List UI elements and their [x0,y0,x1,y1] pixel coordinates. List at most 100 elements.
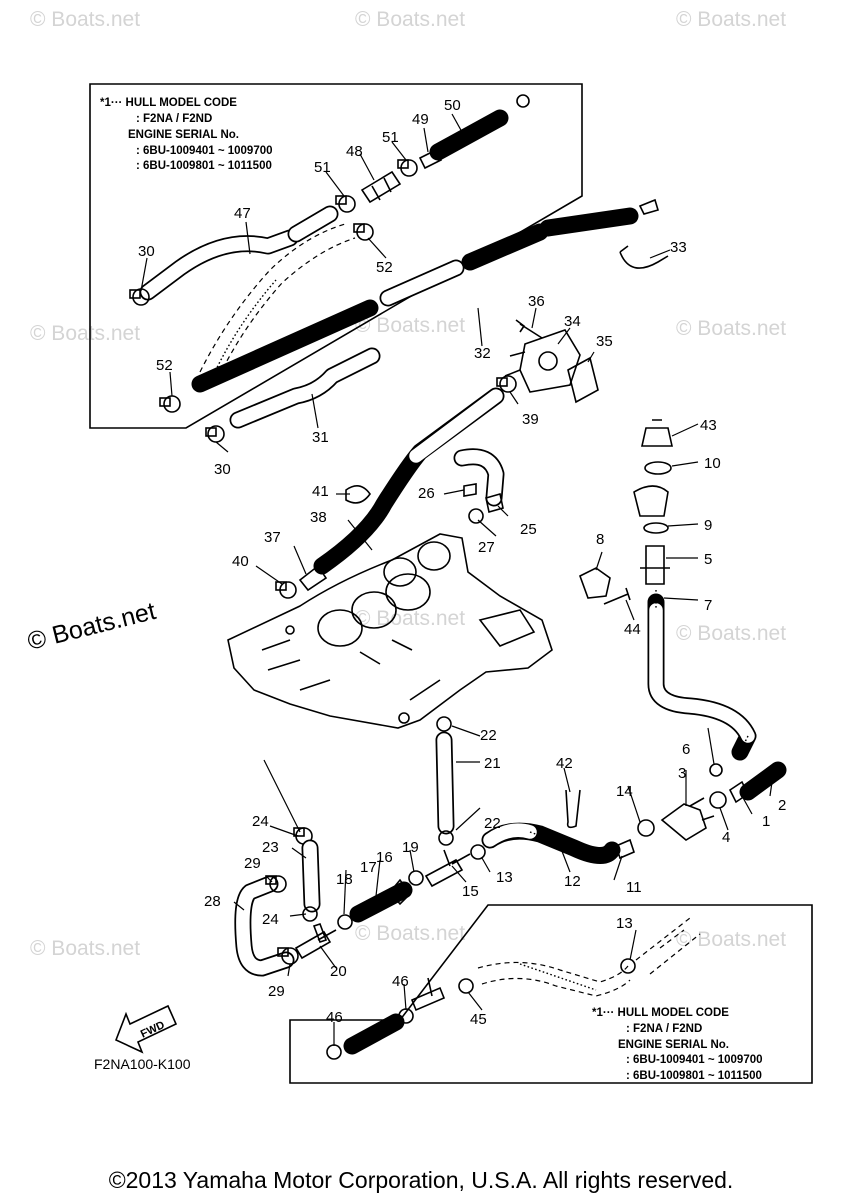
callout-29: 29 [244,855,261,872]
callout-15: 15 [462,883,479,900]
callout-20: 20 [330,963,347,980]
clamp-18 [337,914,353,930]
svg-text:*1··· HULL MODEL CODE: *1··· HULL MODEL CODE [100,97,237,109]
callout-2: 2 [778,797,786,814]
fitting-5 [640,545,670,585]
callout-5: 5 [704,551,712,568]
watermark: © Boats.net [30,8,140,31]
callout-24: 24 [252,813,269,830]
callout-17: 17 [360,859,377,876]
callout-33: 33 [670,239,687,256]
watermark: © Boats.net [355,922,465,945]
clip-33 [619,245,669,269]
callout-13b: 13 [616,915,633,932]
callout-42: 42 [556,755,573,772]
valve-34 [504,329,581,393]
clamp-6 [709,763,723,777]
clamp-51-b [397,159,418,177]
callout-41: 41 [312,483,329,500]
clamp-13-b [620,958,636,974]
bolt-36 [515,319,543,339]
hose-2 [739,761,787,801]
callout-22: 22 [480,727,497,744]
callout-28: 28 [204,893,221,910]
callout-29b: 29 [268,983,285,1000]
callout-18: 18 [336,871,353,888]
callout-30b: 30 [214,461,231,478]
fitting-26 [463,483,477,497]
hose-outline-alt [214,237,356,386]
callout-3: 3 [678,765,686,782]
callout-14: 14 [616,783,633,800]
clamp-30-bottom [205,425,225,443]
callout-27: 27 [478,539,495,556]
callout-52: 52 [376,259,393,276]
svg-text:: 6BU-1009401 ~ 1009700: : 6BU-1009401 ~ 1009700 [136,145,273,157]
clamp-13 [470,844,486,860]
callout-30: 30 [138,243,155,260]
svg-text:ENGINE SERIAL No.: ENGINE SERIAL No. [618,1039,729,1051]
callout-39: 39 [522,411,539,428]
callout-35: 35 [596,333,613,350]
callout-37: 37 [264,529,281,546]
clamp-end-50 [516,94,530,108]
hose-32 [191,299,379,393]
clip-41 [345,485,371,504]
clamp-52-b [159,395,181,413]
watermark: © Boats.net [355,8,465,31]
callout-45: 45 [470,1011,487,1028]
leader-lines [140,113,773,1046]
note-top: *1··· HULL MODEL CODE : F2NA / F2ND ENGI… [100,97,273,172]
clamp-52-a [353,223,374,241]
callout-47: 47 [234,205,251,222]
oring-9 [643,522,669,534]
svg-text:: 6BU-1009801 ~ 1011500: : 6BU-1009801 ~ 1011500 [136,160,272,172]
callout-51b: 51 [382,129,399,146]
cap-43 [641,419,673,447]
callout-46b: 46 [326,1009,343,1026]
callout-50: 50 [444,97,461,114]
clamp-end-32 [638,198,659,215]
clamp-22-bottom [438,830,454,846]
callout-13: 13 [496,869,513,886]
fwd-arrow-icon: FWD [114,1004,178,1054]
svg-text:: F2NA / F2ND: : F2NA / F2ND [626,1023,702,1035]
watermark: © Boats.net [676,622,786,645]
callout-10: 10 [704,455,721,472]
callout-7: 7 [704,597,712,614]
clamp-14 [637,819,655,837]
clamp-46-b [326,1044,342,1060]
watermark: © Boats.net [676,8,786,31]
callout-38: 38 [310,509,327,526]
callout-51: 51 [314,159,331,176]
clamp-40 [275,581,297,599]
callout-23: 23 [262,839,279,856]
cap-assembly [633,485,669,517]
callout-8: 8 [596,531,604,548]
callout-36: 36 [528,293,545,310]
callout-16: 16 [376,849,393,866]
callout-12: 12 [564,873,581,890]
screw-44 [603,587,631,605]
callout-1: 1 [762,813,770,830]
variant-box-bottom [289,904,813,1084]
clamp-19 [408,870,424,886]
gasket-35 [567,356,599,404]
y-fitting-3 [660,797,715,841]
callout-9: 9 [704,517,712,534]
variant-box-top [89,83,583,429]
clamp-27 [468,508,484,524]
svg-text:ENGINE SERIAL No.: ENGINE SERIAL No. [128,129,239,141]
fitting-16 [388,878,412,906]
svg-text:: F2NA / F2ND: : F2NA / F2ND [136,113,212,125]
diagram-code: F2NA100-K100 [94,1056,191,1072]
callout-44: 44 [624,621,641,638]
fwd-label: FWD [139,1019,167,1040]
watermark: © Boats.net [355,607,465,630]
callout-32: 32 [474,345,491,362]
callout-26: 26 [418,485,435,502]
callout-43: 43 [700,417,717,434]
clamp-51-a [335,195,356,213]
callout-34: 34 [564,313,581,330]
